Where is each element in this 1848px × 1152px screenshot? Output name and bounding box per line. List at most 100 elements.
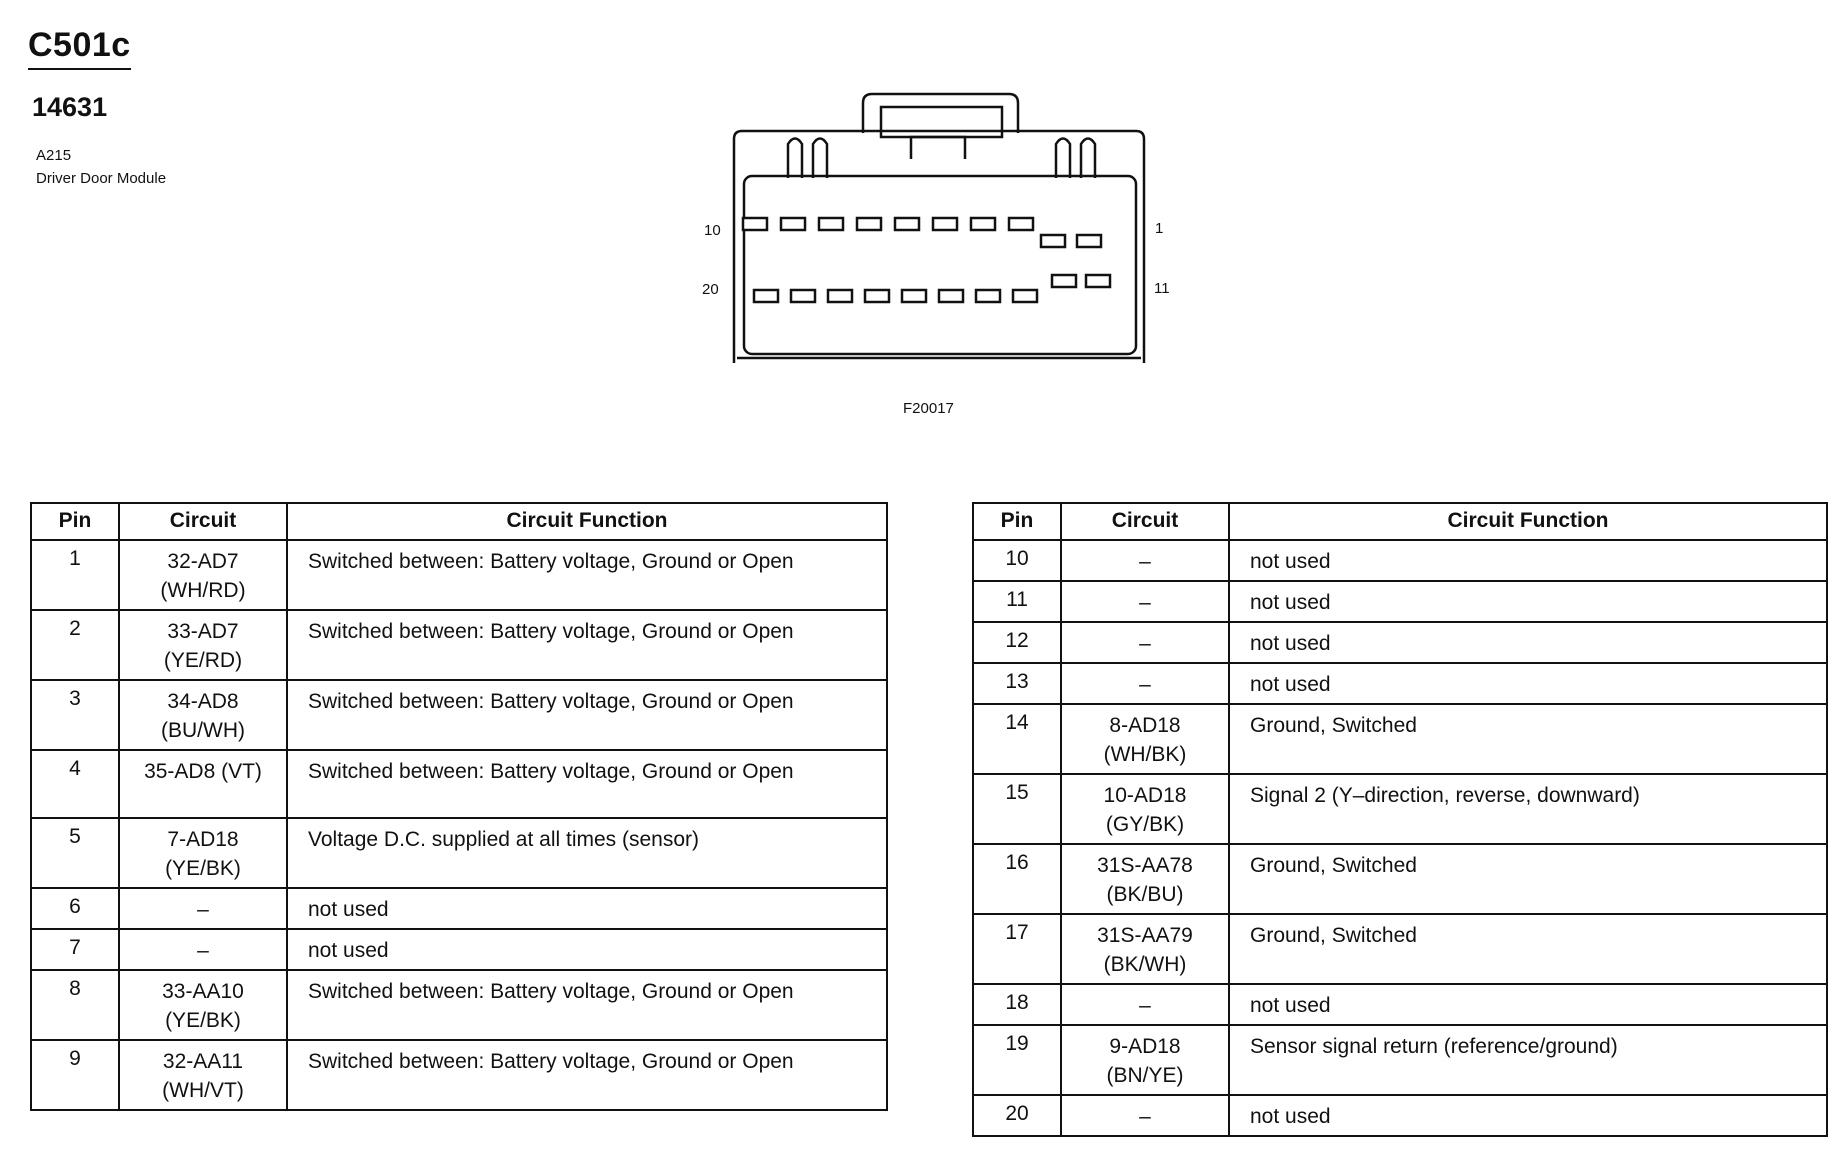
- circuit-cell: –: [1060, 1094, 1230, 1137]
- circuit-code: –: [1139, 591, 1151, 614]
- pin-number: 9: [30, 1039, 120, 1111]
- header-circuit: Circuit: [118, 502, 288, 541]
- circuit-function: Ground, Switched: [1228, 703, 1828, 775]
- pin-number: 1: [30, 539, 120, 611]
- table-row: 1 32-AD7(WH/RD) Switched between: Batter…: [30, 539, 888, 611]
- circuit-function: Voltage D.C. supplied at all times (sens…: [286, 817, 888, 889]
- table-row: 13 – not used: [972, 662, 1828, 705]
- table-row: 6 – not used: [30, 887, 888, 930]
- pin-number: 3: [30, 679, 120, 751]
- pin-number: 19: [972, 1024, 1062, 1096]
- circuit-function: not used: [1228, 1094, 1828, 1137]
- circuit-cell: 33-AA10 (YE/BK): [118, 969, 288, 1041]
- pin-label-top-right: 1: [1155, 220, 1163, 237]
- wire-color: (WH/RD): [160, 579, 246, 602]
- connector-shell: [732, 129, 1146, 363]
- header-pin: Pin: [972, 502, 1062, 541]
- pin-cavity-8: [817, 216, 845, 232]
- pin-label-bottom-right: 11: [1154, 280, 1170, 297]
- circuit-code: 33-AD7: [167, 620, 239, 643]
- circuit-code: –: [1139, 632, 1151, 655]
- pin-number: 4: [30, 749, 120, 819]
- circuit-code: 32-AD7: [167, 550, 239, 573]
- circuit-code: –: [1139, 673, 1151, 696]
- circuit-function: not used: [286, 928, 888, 971]
- circuit-function: Switched between: Battery voltage, Groun…: [286, 609, 888, 681]
- wire-color: (GY/BK): [1105, 813, 1185, 836]
- circuit-code: 31S-AA78: [1097, 854, 1193, 877]
- circuit-code: 8-AD18: [1109, 714, 1181, 737]
- pin-number: 15: [972, 773, 1062, 845]
- pin-table-right: Pin Circuit Circuit Function 10 – not us…: [972, 502, 1828, 1137]
- circuit-cell: 8-AD18(WH/BK): [1060, 703, 1230, 775]
- table-row: 11 – not used: [972, 580, 1828, 623]
- latch-window: [879, 105, 1004, 139]
- table-row: 10 – not used: [972, 539, 1828, 582]
- circuit-function: not used: [1228, 983, 1828, 1026]
- pin-cavity-1: [1075, 233, 1103, 249]
- connector-id: C501c: [28, 26, 131, 70]
- circuit-code: 33-AA10: [162, 980, 244, 1003]
- table-row: 20 – not used: [972, 1094, 1828, 1137]
- circuit-cell: –: [1060, 580, 1230, 623]
- pin-cavity-16: [900, 288, 928, 304]
- circuit-cell: –: [118, 887, 288, 930]
- header-circuit: Circuit: [1060, 502, 1230, 541]
- pin-cavity-11: [1084, 273, 1112, 289]
- pin-cavity-6: [893, 216, 921, 232]
- header-circuit-function: Circuit Function: [1228, 502, 1828, 541]
- circuit-cell: 33-AD7 (YE/RD): [118, 609, 288, 681]
- table-row: 15 10-AD18 (GY/BK) Signal 2 (Y–direction,…: [972, 773, 1828, 845]
- wire-color: (BK/WH): [1103, 953, 1187, 976]
- pin-cavity-2: [1039, 233, 1067, 249]
- latch-tab: [909, 135, 967, 159]
- wire-color: (YE/BK): [165, 1009, 241, 1032]
- pin-cavity-19: [789, 288, 817, 304]
- table-header-row: Pin Circuit Circuit Function: [972, 502, 1828, 541]
- connector-face-diagram: 10 1 20 11: [702, 92, 1170, 363]
- pin-cavity-10: [741, 216, 769, 232]
- circuit-code: 7-AD18: [167, 828, 239, 851]
- pin-number: 5: [30, 817, 120, 889]
- circuit-function: not used: [1228, 621, 1828, 664]
- circuit-function: not used: [1228, 580, 1828, 623]
- circuit-code: –: [1139, 550, 1151, 573]
- wire-color: (WH/VT): [162, 1079, 244, 1102]
- circuit-function: Switched between: Battery voltage, Groun…: [286, 969, 888, 1041]
- table-row: 2 33-AD7 (YE/RD) Switched between: Batter…: [30, 609, 888, 681]
- pin-cavity-14: [974, 288, 1002, 304]
- circuit-cell: 35-AD8 (VT): [118, 749, 288, 819]
- circuit-function: Ground, Switched: [1228, 843, 1828, 915]
- circuit-cell: –: [1060, 539, 1230, 582]
- table-row: 3 34-AD8(BU/WH) Switched between: Batter…: [30, 679, 888, 751]
- circuit-cell: 31S-AA78(BK/BU): [1060, 843, 1230, 915]
- circuit-code: 31S-AA79: [1097, 924, 1193, 947]
- table-row: 18 – not used: [972, 983, 1828, 1026]
- circuit-code: 10-AD18: [1103, 784, 1187, 807]
- circuit-cell: –: [118, 928, 288, 971]
- table-row: 14 8-AD18(WH/BK) Ground, Switched: [972, 703, 1828, 775]
- table-row: 7 – not used: [30, 928, 888, 971]
- circuit-cell: –: [1060, 621, 1230, 664]
- circuit-code: –: [197, 939, 209, 962]
- table-row: 9 32-AA11(WH/VT) Switched between: Batte…: [30, 1039, 888, 1111]
- wire-color: (YE/RD): [163, 649, 243, 672]
- circuit-function: Switched between: Battery voltage, Groun…: [286, 749, 888, 819]
- pin-cavity-5: [931, 216, 959, 232]
- part-number: 14631: [32, 92, 108, 122]
- circuit-code: 35-AD8 (VT): [144, 760, 262, 783]
- table-row: 16 31S-AA78(BK/BU) Ground, Switched: [972, 843, 1828, 915]
- module-name: Driver Door Module: [36, 170, 167, 187]
- circuit-code: 34-AD8: [167, 690, 239, 713]
- figure-reference: F20017: [903, 400, 954, 417]
- pin-number: 7: [30, 928, 120, 971]
- circuit-function: Signal 2 (Y–direction, reverse, downward…: [1228, 773, 1828, 845]
- table-row: 8 33-AA10(YE/BK) Switched between: Batte…: [30, 969, 888, 1041]
- header-pin: Pin: [30, 502, 120, 541]
- pin-number: 2: [30, 609, 120, 681]
- table-row: 5 7-AD18(YE/BK) Voltage D.C. supplied at…: [30, 817, 888, 889]
- pin-label-bottom-left: 20: [702, 281, 719, 298]
- pin-cavities: [741, 216, 1112, 304]
- circuit-cell: –: [1060, 662, 1230, 705]
- circuit-function: not used: [286, 887, 888, 930]
